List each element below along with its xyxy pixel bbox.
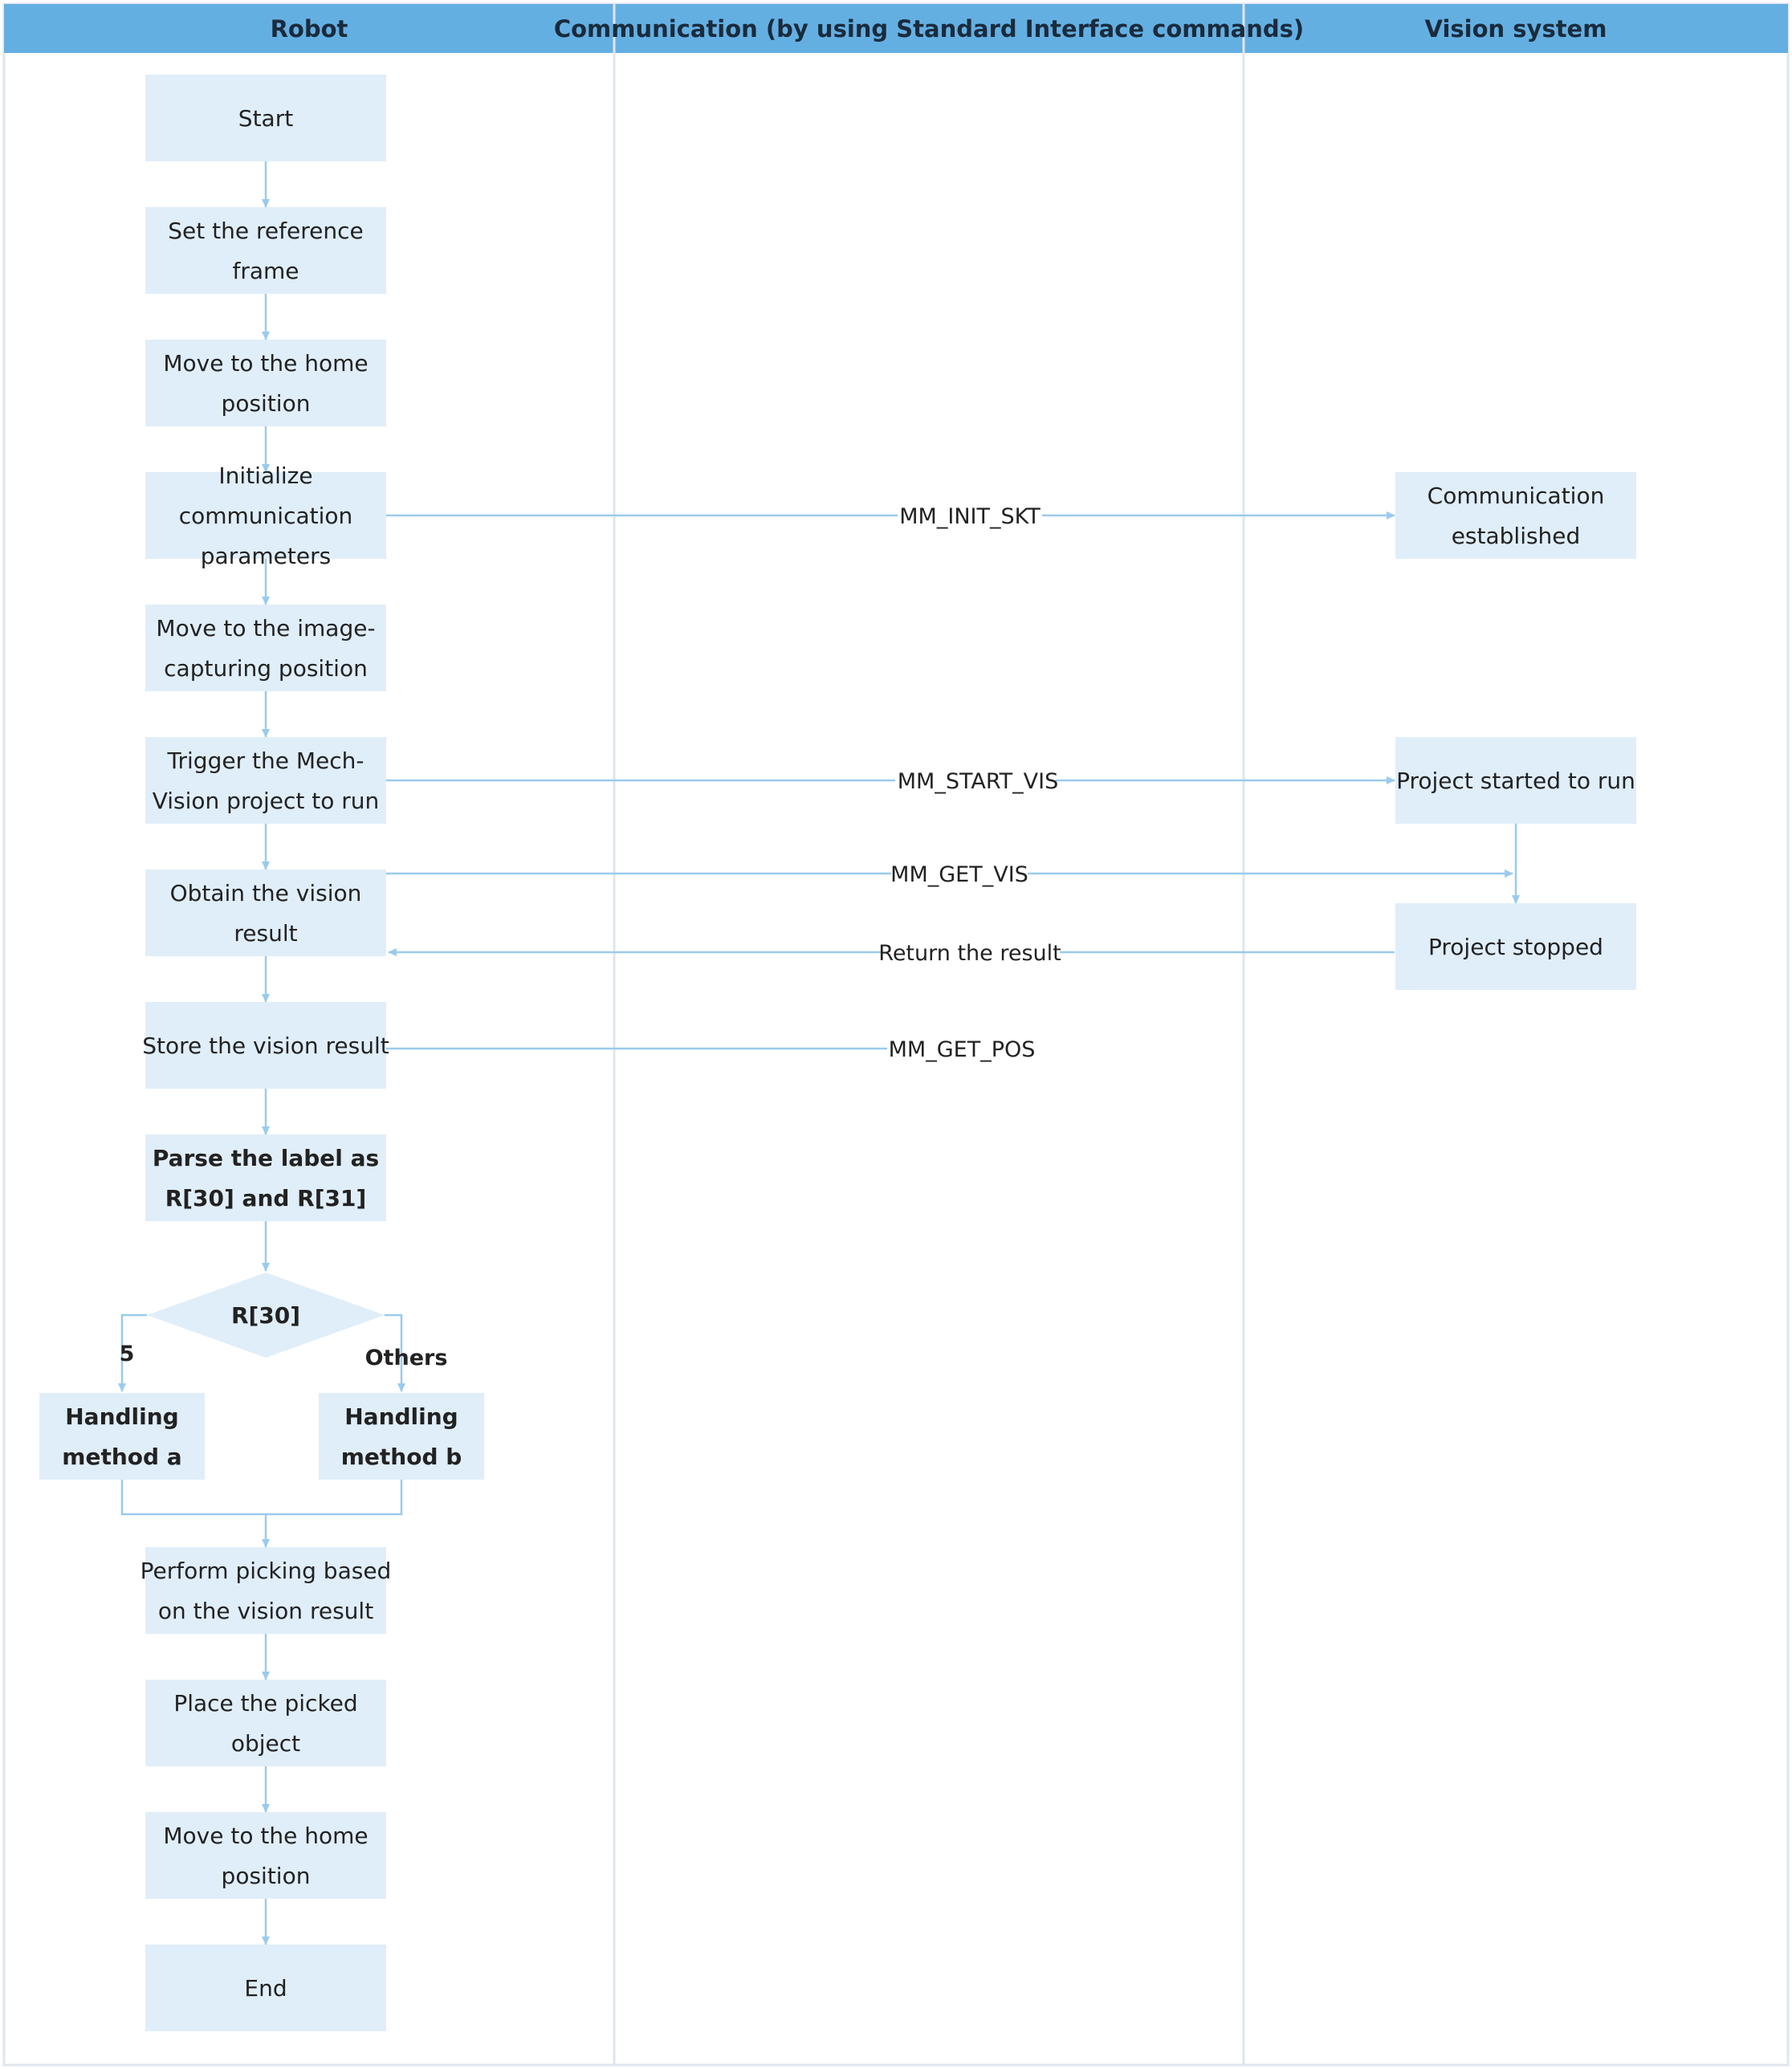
node-label-line: Initialize xyxy=(218,462,312,489)
node-label-line: Move to the home xyxy=(163,1823,368,1849)
edge-label-mm-get-vis: MM_GET_VIS xyxy=(890,862,1028,887)
node-label-line: method b xyxy=(341,1444,462,1470)
edge-label-mm-get-pos: MM_GET_POS xyxy=(889,1037,1036,1062)
node-label-line: established xyxy=(1452,523,1581,549)
node-label-line: Vision project to run xyxy=(153,788,380,814)
node-label-line: Place the picked xyxy=(173,1690,357,1717)
node-place: Place the picked object xyxy=(145,1680,386,1766)
edge-label-return-result: Return the result xyxy=(878,941,1061,966)
lane-header-robot: Robot xyxy=(271,15,348,43)
process-box xyxy=(145,1680,386,1766)
node-label-line: position xyxy=(222,390,311,417)
edge-label-bg xyxy=(887,1034,1040,1063)
node-label-line: object xyxy=(231,1730,300,1757)
process-box xyxy=(145,340,386,426)
node-label-line: Handling xyxy=(344,1403,458,1430)
node-comm-est: Communication established xyxy=(1395,472,1636,559)
edge-label-bg xyxy=(883,938,1060,967)
decision-diamond xyxy=(147,1273,385,1358)
process-box xyxy=(145,207,386,294)
node-label-line: communication xyxy=(179,503,353,529)
process-box xyxy=(145,1002,386,1089)
node-pick: Perform picking based on the vision resul… xyxy=(141,1547,392,1634)
process-box xyxy=(39,1393,205,1480)
node-label-line: Trigger the Mech- xyxy=(167,747,365,774)
edge-merge-methods xyxy=(120,1480,403,1516)
node-start: Start xyxy=(145,75,386,161)
node-proj-stop: Project stopped xyxy=(1395,903,1636,990)
node-trigger: Trigger the Mech- Vision project to run xyxy=(145,737,386,824)
node-label-line: R[30] xyxy=(231,1302,300,1329)
node-label-line: Store the vision result xyxy=(142,1032,389,1059)
process-box xyxy=(145,75,386,161)
node-end: End xyxy=(145,1945,386,2031)
node-init-comm: Initialize communication parameters xyxy=(145,462,386,569)
node-label-line: Handling xyxy=(65,1403,178,1430)
node-label-line: Move to the image- xyxy=(156,615,375,641)
process-box xyxy=(319,1393,484,1480)
node-label-line: Start xyxy=(238,105,293,132)
edge-labels: MM_INIT_SKT MM_START_VIS MM_GET_VIS Retu… xyxy=(120,501,1061,1371)
node-store: Store the vision result xyxy=(142,1002,389,1089)
node-label-line: Communication xyxy=(1427,483,1605,509)
branch-label-others: Others xyxy=(365,1346,448,1371)
process-box xyxy=(145,1547,386,1634)
node-label-line: parameters xyxy=(201,543,331,569)
process-box xyxy=(1395,737,1636,824)
node-method-b: Handling method b xyxy=(319,1393,484,1480)
node-home2: Move to the home position xyxy=(145,1812,386,1899)
node-label-line: Obtain the vision xyxy=(170,880,362,906)
process-box xyxy=(145,472,386,559)
edge-label-mm-start-vis: MM_START_VIS xyxy=(898,769,1058,794)
process-box xyxy=(145,737,386,824)
process-box xyxy=(1395,903,1636,990)
node-label-line: End xyxy=(244,1975,287,2002)
node-set-ref: Set the reference frame xyxy=(145,207,386,294)
node-img-pos: Move to the image-capturing position xyxy=(145,605,386,691)
node-label-line: Project stopped xyxy=(1428,934,1603,960)
lane-header-communication: Communication (by using Standard Interfa… xyxy=(554,15,1304,43)
process-box xyxy=(145,605,386,691)
node-label-line: frame xyxy=(232,258,299,284)
node-label-line: Parse the label as xyxy=(153,1145,379,1171)
process-box xyxy=(145,1134,386,1221)
node-proj-run: Project started to run xyxy=(1395,737,1636,824)
node-obtain: Obtain the vision result xyxy=(145,870,386,956)
node-method-a: Handling method a xyxy=(39,1393,205,1480)
edge-decision-to-method-a xyxy=(118,1313,147,1392)
node-decision: R[30] xyxy=(147,1273,385,1358)
node-label-line: Move to the home xyxy=(163,350,368,377)
edge-decision-to-method-b xyxy=(385,1313,405,1392)
process-box xyxy=(145,1812,386,1899)
edge-label-bg xyxy=(895,766,1056,795)
process-box xyxy=(1395,472,1636,559)
node-label-line: position xyxy=(222,1863,311,1889)
node-label-line: result xyxy=(234,920,297,947)
node-parse: Parse the label as R[30] and R[31] xyxy=(145,1134,386,1221)
edge-label-bg xyxy=(891,859,1028,888)
node-label-line: method a xyxy=(62,1444,181,1470)
process-box xyxy=(145,1945,386,2031)
node-label-line: Set the reference xyxy=(168,218,363,244)
edge-label-bg xyxy=(898,501,1042,530)
node-label-line: R[30] and R[31] xyxy=(165,1185,367,1212)
edge-label-mm-init-skt: MM_INIT_SKT xyxy=(899,504,1041,529)
process-box xyxy=(145,870,386,956)
lane-header-vision-system: Vision system xyxy=(1425,15,1607,43)
swimlane-header-bar xyxy=(4,4,1788,53)
branch-label-5: 5 xyxy=(120,1342,135,1366)
node-label-line: Project started to run xyxy=(1396,768,1635,794)
node-label-line: capturing position xyxy=(164,655,368,682)
node-home1: Move to the home position xyxy=(145,340,386,426)
node-label-line: on the vision result xyxy=(158,1598,373,1624)
node-label-line: Perform picking based xyxy=(141,1558,392,1584)
